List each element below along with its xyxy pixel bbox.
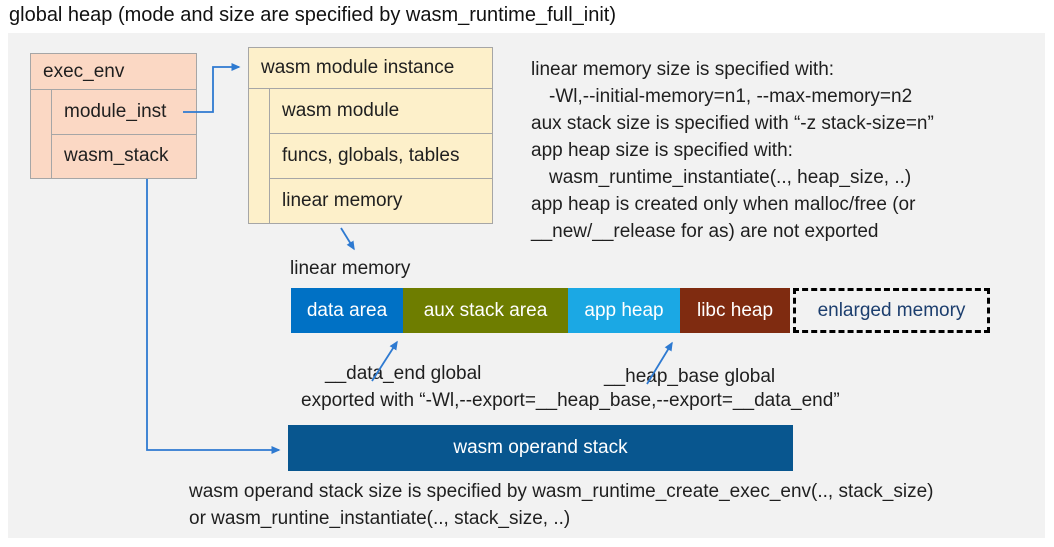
instance-row-wasm-module: wasm module	[270, 89, 492, 134]
wasm-operand-stack-bar: wasm operand stack	[288, 425, 793, 471]
enlarged-memory-box: enlarged memory	[793, 288, 990, 333]
instance-row-linear-memory: linear memory	[282, 190, 403, 211]
wasm-module-instance-body: wasm module funcs, globals, tables linea…	[249, 89, 492, 223]
right-notes-block: linear memory size is specified with: -W…	[531, 56, 934, 245]
heap-base-global-label: __heap_base global	[604, 366, 776, 387]
note-line: app heap size is specified with:	[531, 140, 793, 161]
note-line: app heap is created only when malloc/fre…	[531, 194, 916, 215]
exec-env-row-wasm-stack: wasm_stack	[64, 145, 169, 167]
memory-segment-libc-heap: libc heap	[680, 288, 790, 333]
memory-segment-app-heap: app heap	[568, 288, 680, 333]
wasm-module-instance-header: wasm module instance	[249, 48, 492, 89]
linear-memory-label: linear memory	[290, 258, 411, 279]
wasm-module-instance-indent-strip	[249, 89, 270, 223]
exec-env-box: exec_env module_inst wasm_stack	[30, 53, 197, 179]
note-line: wasm_runtime_instantiate(.., heap_size, …	[549, 167, 912, 188]
note-line: __new/__release for as) are not exported	[531, 221, 879, 242]
exported-with-label: exported with “-Wl,--export=__heap_base,…	[301, 390, 840, 411]
exec-env-header: exec_env	[31, 54, 196, 90]
note-line: wasm operand stack size is specified by …	[189, 481, 934, 502]
data-end-global-label: __data_end global	[325, 363, 482, 384]
exec-env-indent-strip	[31, 90, 52, 178]
note-line: or wasm_runtine_instantiate(.., stack_si…	[189, 508, 571, 529]
note-line: linear memory size is specified with:	[531, 59, 835, 80]
note-line: aux stack size is specified with “-z sta…	[531, 113, 934, 134]
memory-segment-aux-stack-area: aux stack area	[403, 288, 568, 333]
exec-env-row-module-inst: module_inst	[52, 90, 196, 135]
note-line: -Wl,--initial-memory=n1, --max-memory=n2	[549, 86, 913, 107]
instance-row-funcs-globals-tables: funcs, globals, tables	[270, 134, 492, 179]
bottom-notes-block: wasm operand stack size is specified by …	[189, 478, 934, 532]
diagram-title: global heap (mode and size are specified…	[9, 4, 616, 26]
exec-env-body: module_inst wasm_stack	[31, 90, 196, 178]
wasm-module-instance-box: wasm module instance wasm module funcs, …	[248, 47, 493, 224]
memory-segment-data-area: data area	[291, 288, 403, 333]
